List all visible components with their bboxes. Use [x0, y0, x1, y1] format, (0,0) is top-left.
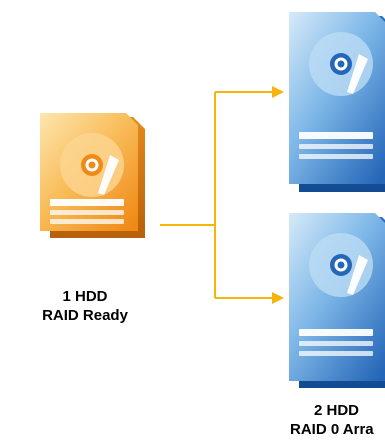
arrow-head-top — [272, 86, 284, 98]
hard-drive-icon — [289, 12, 385, 192]
arrow-head-bottom — [272, 292, 284, 304]
hard-drive-icon — [40, 113, 145, 238]
array-caption: 2 HDD RAID 0 Arra — [290, 401, 374, 439]
hard-drive-icon — [289, 213, 385, 388]
array-count-label: 2 HDD — [314, 402, 360, 419]
connector-lines — [160, 91, 272, 299]
single-drive-caption: 1 HDD RAID Ready — [20, 287, 150, 325]
single-drive-type-label: RAID Ready — [42, 307, 128, 324]
array-type-label: RAID 0 Arra — [290, 421, 374, 438]
single-drive-count-label: 1 HDD — [62, 288, 108, 305]
